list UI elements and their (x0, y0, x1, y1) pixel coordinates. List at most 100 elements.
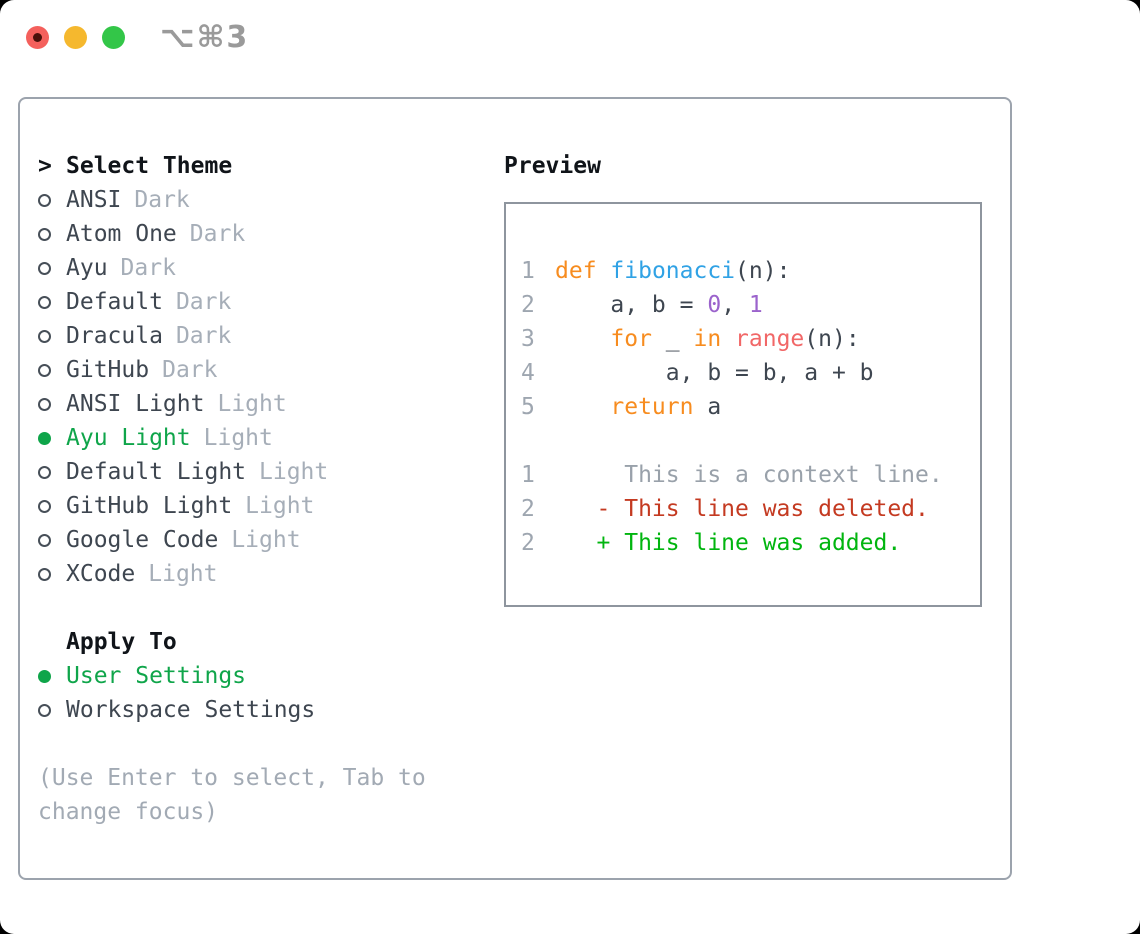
theme-name: GitHub (66, 357, 150, 383)
preview-header-row: Preview (504, 149, 982, 183)
window-shortcut-label: ⌥⌘3 (160, 20, 250, 55)
radio-marker (38, 193, 66, 207)
radio-icon (38, 295, 51, 309)
radio-marker (38, 567, 66, 581)
close-button[interactable] (26, 26, 49, 49)
unsaved-dot-icon (33, 33, 42, 42)
code-line: 5 return a (521, 390, 980, 424)
theme-option-ansi[interactable]: ANSI Dark (38, 183, 473, 217)
radio-icon (38, 363, 51, 377)
theme-variant-badge: Dark (162, 357, 218, 383)
radio-selected-icon (38, 431, 51, 445)
theme-option-github-light[interactable]: GitHub Light Light (38, 489, 473, 523)
apply-option-user-settings[interactable]: User Settings (38, 659, 473, 693)
theme-variant-badge: Light (217, 391, 287, 417)
radio-marker (38, 703, 66, 717)
theme-variant-badge: Dark (134, 187, 190, 213)
radio-marker (38, 261, 66, 275)
theme-name: Default Light (66, 459, 247, 485)
radio-icon (38, 703, 51, 717)
radio-marker (38, 533, 66, 547)
radio-marker (38, 465, 66, 479)
line-number: 3 (521, 326, 535, 352)
radio-marker (38, 669, 66, 683)
theme-name: Atom One (66, 221, 177, 247)
radio-selected-icon (38, 669, 51, 683)
line-number: 4 (521, 360, 535, 386)
code-text: for _ in range(n): (610, 326, 860, 352)
theme-option-default-light[interactable]: Default Light Light (38, 455, 473, 489)
prompt-caret-icon: > (38, 153, 52, 179)
code-text: a, b = 0, 1 (555, 292, 763, 318)
theme-name: Dracula (66, 323, 163, 349)
code-text: a, b = b, a + b (555, 360, 874, 386)
apply-option-workspace-settings[interactable]: Workspace Settings (38, 693, 473, 727)
diff-text: - This line was deleted. (555, 496, 929, 522)
theme-name: XCode (66, 561, 136, 587)
theme-variant-badge: Dark (175, 289, 232, 315)
zoom-button[interactable] (102, 26, 125, 49)
radio-marker (38, 499, 66, 513)
select-theme-header-row: > Select Theme (38, 149, 473, 183)
radio-icon (38, 329, 51, 343)
theme-option-ansi-light[interactable]: ANSI Light Light (38, 387, 473, 421)
diff-line-added: 2 + This line was added. (521, 526, 980, 560)
theme-name: ANSI (66, 187, 122, 213)
theme-variant-badge: Light (245, 493, 315, 519)
radio-marker (38, 295, 66, 309)
radio-icon (38, 567, 51, 581)
radio-marker (38, 329, 66, 343)
theme-name: GitHub Light (66, 493, 233, 519)
theme-name: ANSI Light (66, 391, 205, 417)
blank-line (521, 424, 980, 458)
radio-icon (38, 499, 51, 513)
radio-icon (38, 533, 51, 547)
radio-marker (38, 363, 66, 377)
radio-icon (38, 397, 51, 411)
theme-variant-badge: Light (231, 527, 301, 553)
traffic-lights (26, 26, 125, 49)
theme-name: Default (66, 289, 163, 315)
line-number: 2 (521, 496, 535, 522)
diff-text: + This line was added. (555, 530, 902, 556)
theme-name: Google Code (66, 527, 219, 553)
apply-to-title: Apply To (66, 629, 177, 655)
theme-option-google-code[interactable]: Google Code Light (38, 523, 473, 557)
keyboard-hint: (Use Enter to select, Tab to change focu… (38, 765, 426, 825)
line-number: 2 (521, 292, 535, 318)
theme-variant-badge: Light (203, 425, 273, 451)
theme-variant-badge: Dark (175, 323, 232, 349)
theme-variant-badge: Light (259, 459, 329, 485)
theme-option-xcode[interactable]: XCode Light (38, 557, 473, 591)
code-line: 4 a, b = b, a + b (521, 356, 980, 390)
theme-option-github[interactable]: GitHub Dark (38, 353, 473, 387)
code-line: 2 a, b = 0, 1 (521, 288, 980, 322)
radio-marker (38, 397, 66, 411)
minimize-button[interactable] (64, 26, 87, 49)
radio-icon (38, 193, 51, 207)
line-number: 1 (521, 258, 535, 284)
theme-variant-badge: Light (148, 561, 218, 587)
code-text: return a (610, 394, 722, 420)
apply-to-header-row: Apply To (38, 625, 473, 659)
diff-text: This is a context line. (555, 462, 943, 488)
radio-marker (38, 431, 66, 445)
radio-icon (38, 227, 51, 241)
theme-option-default[interactable]: Default Dark (38, 285, 473, 319)
diff-line-context: 1 This is a context line. (521, 458, 980, 492)
line-number: 5 (521, 394, 535, 420)
theme-name: Ayu (66, 255, 108, 281)
theme-option-dracula[interactable]: Dracula Dark (38, 319, 473, 353)
